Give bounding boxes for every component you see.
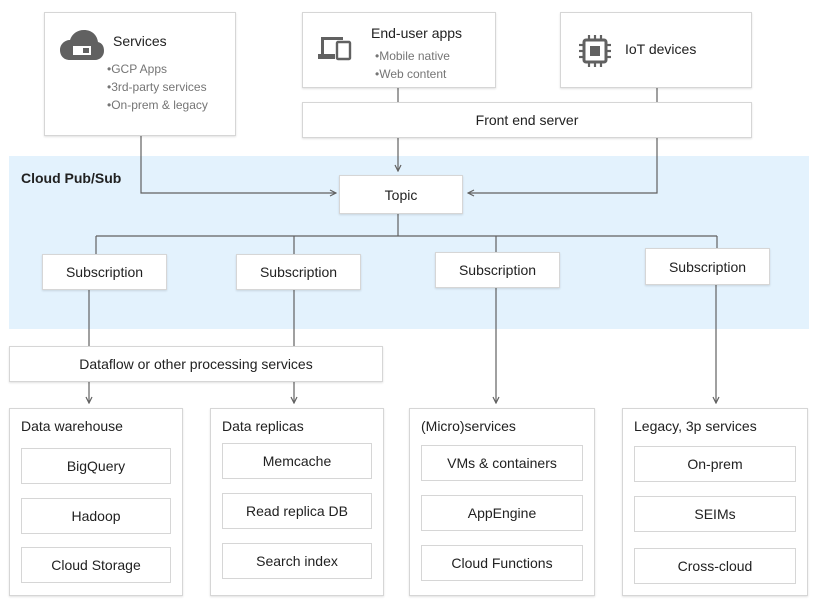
subscription-box: Subscription xyxy=(42,254,167,290)
destination-item: Cloud Storage xyxy=(21,547,171,583)
front-end-server: Front end server xyxy=(302,102,752,138)
subscription-box: Subscription xyxy=(645,248,770,285)
end-user-apps-bullet: Mobile native xyxy=(375,47,450,65)
data-replicas-group: Data replicas Memcache Read replica DB S… xyxy=(210,408,384,596)
iot-devices-title: IoT devices xyxy=(625,41,697,57)
group-title: (Micro)services xyxy=(421,418,516,434)
end-user-apps-bullet: Web content xyxy=(375,65,450,83)
services-to-topic-line xyxy=(140,136,336,193)
services-bullet: GCP Apps xyxy=(107,60,208,78)
destination-item: On-prem xyxy=(634,446,796,482)
services-card: Services GCP Apps 3rd-party services On-… xyxy=(44,12,236,136)
end-user-apps-title: End-user apps xyxy=(371,25,463,41)
destination-item: Cross-cloud xyxy=(634,548,796,584)
iot-devices-card: IoT devices xyxy=(560,12,752,88)
chip-icon xyxy=(579,35,611,67)
microservices-group: (Micro)services VMs & containers AppEngi… xyxy=(409,408,595,596)
destination-item: SEIMs xyxy=(634,496,796,532)
end-user-apps-bullets: Mobile native Web content xyxy=(375,47,450,83)
services-bullet: 3rd-party services xyxy=(107,78,208,96)
cloud-icon xyxy=(60,30,104,60)
group-title: Data replicas xyxy=(222,418,304,434)
dataflow-box: Dataflow or other processing services xyxy=(9,346,383,382)
topic-box: Topic xyxy=(339,175,463,214)
subscription-box: Subscription xyxy=(236,254,361,290)
services-title: Services xyxy=(113,33,167,49)
destination-item: Read replica DB xyxy=(222,493,372,529)
destination-item: BigQuery xyxy=(21,448,171,484)
subscription-box: Subscription xyxy=(435,252,560,288)
pubsub-label: Cloud Pub/Sub xyxy=(21,170,122,186)
destination-item: Hadoop xyxy=(21,498,171,534)
destination-item: VMs & containers xyxy=(421,445,583,481)
destination-item: Memcache xyxy=(222,443,372,479)
data-warehouse-group: Data warehouse BigQuery Hadoop Cloud Sto… xyxy=(9,408,183,596)
destination-item: Cloud Functions xyxy=(421,545,583,581)
end-user-apps-card: End-user apps Mobile native Web content xyxy=(302,12,496,88)
legacy-services-group: Legacy, 3p services On-prem SEIMs Cross-… xyxy=(622,408,808,596)
group-title: Data warehouse xyxy=(21,418,123,434)
services-bullet: On-prem & legacy xyxy=(107,96,208,114)
destination-item: AppEngine xyxy=(421,495,583,531)
destination-item: Search index xyxy=(222,543,372,579)
services-bullets: GCP Apps 3rd-party services On-prem & le… xyxy=(107,60,208,114)
group-title: Legacy, 3p services xyxy=(634,418,757,434)
devices-icon xyxy=(318,37,352,61)
